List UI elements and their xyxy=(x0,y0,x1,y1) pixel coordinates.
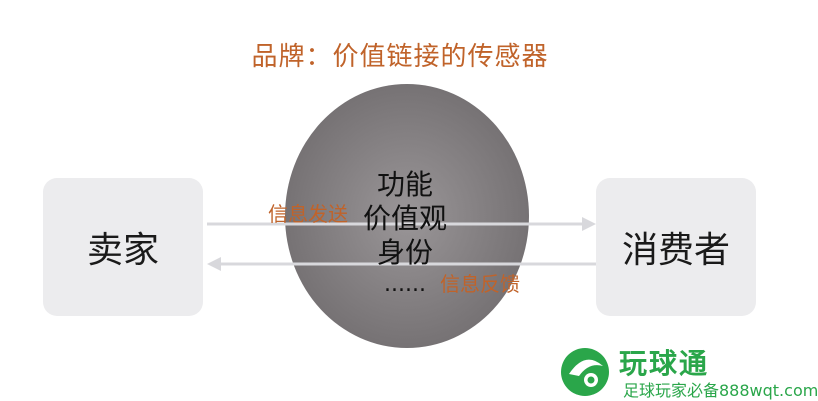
ellipse-line-identity: 身份 xyxy=(376,236,433,269)
arrow-feedback xyxy=(207,257,596,271)
consumer-box: 消费者 xyxy=(596,178,756,316)
arrow-feedback-label: 信息反馈 xyxy=(440,272,520,296)
center-ellipse xyxy=(285,84,529,348)
diagram-canvas xyxy=(207,84,596,348)
diagram-title: 品牌：价值链接的传感器 xyxy=(251,42,549,72)
seller-label: 卖家 xyxy=(86,230,159,271)
seller-box: 卖家 xyxy=(43,178,203,316)
consumer-label: 消费者 xyxy=(621,230,730,271)
watermark-brand: 玩球通 xyxy=(619,347,710,380)
watermark-logo-icon xyxy=(561,348,609,396)
ellipse-line-function: 功能 xyxy=(376,168,433,201)
arrow-send xyxy=(207,217,596,231)
watermark: 玩球通 足球玩家必备888wqt.com xyxy=(555,344,818,400)
watermark-tagline: 足球玩家必备888wqt.com xyxy=(623,381,818,400)
ellipse-line-values: 价值观 xyxy=(362,202,447,235)
arrow-send-label: 信息发送 xyxy=(268,202,348,226)
ellipse-line-ellipsis: ...... xyxy=(384,272,426,297)
